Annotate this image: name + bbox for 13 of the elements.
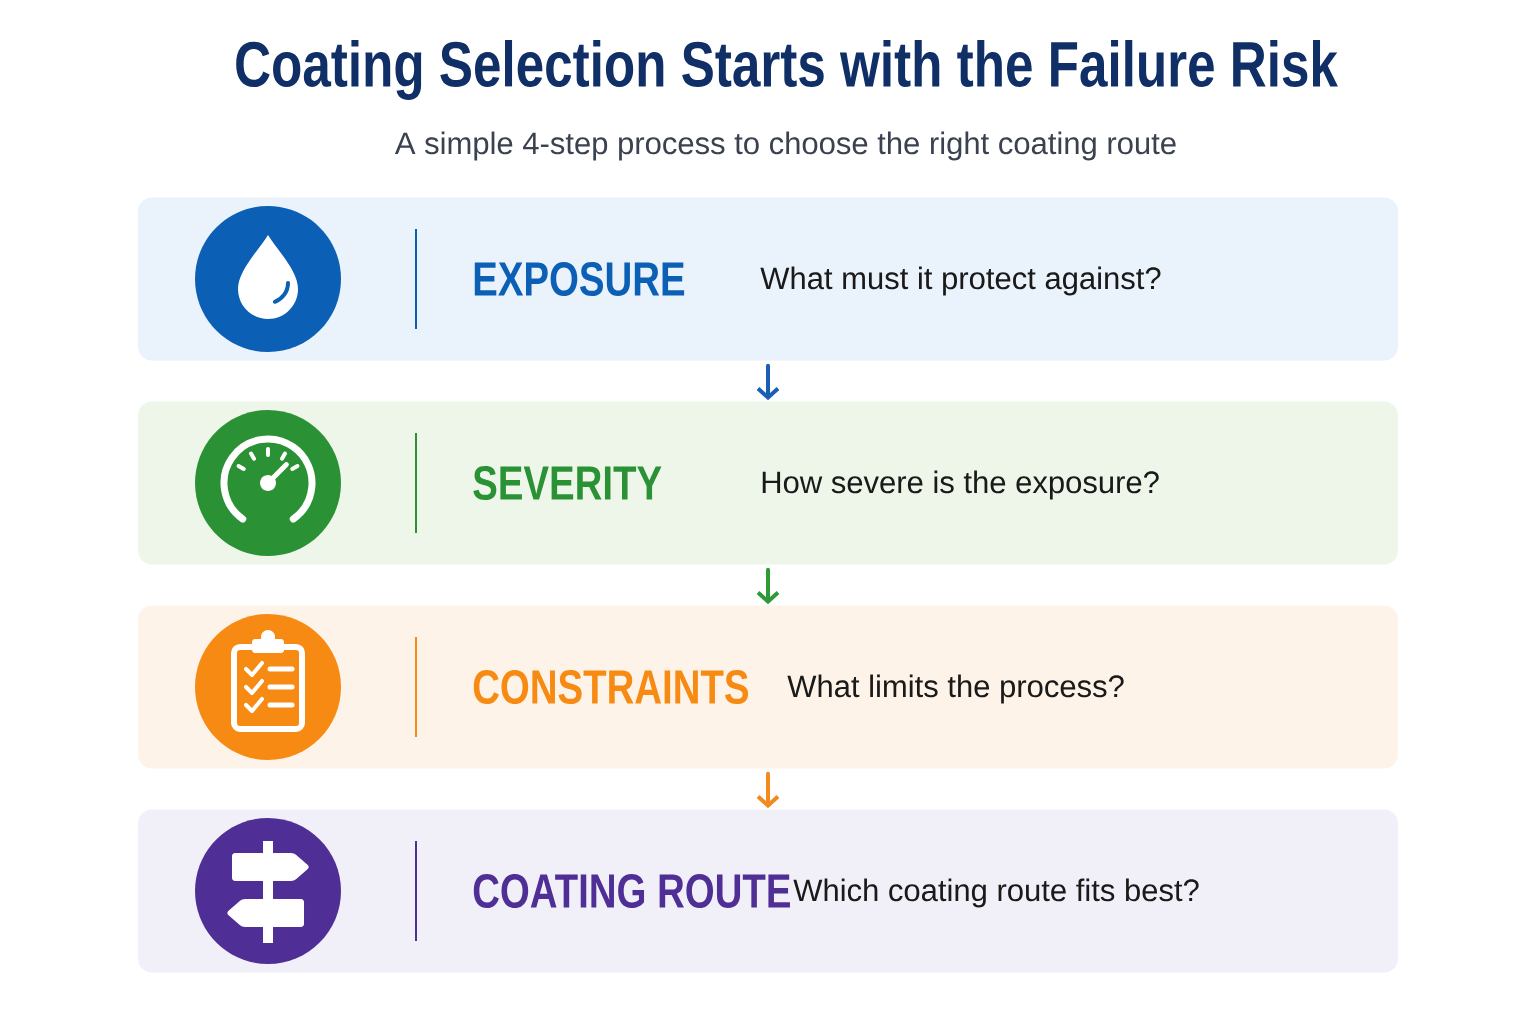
step-heading: COATING ROUTE [473, 874, 790, 908]
step-question: Which coating route fits best? [793, 878, 1199, 908]
step-heading: CONSTRAINTS [473, 670, 748, 704]
title: Coating Selection Starts with the Failure Risk [236, 40, 1338, 100]
arrow [756, 567, 780, 605]
step-question: How severe is the exposure? [762, 470, 1159, 500]
arrow [756, 363, 780, 401]
step-heading: EXPOSURE [474, 262, 685, 296]
subtitle: A simple 4-step process to choose the right coating route [394, 131, 1176, 161]
step-question: What limits the process? [787, 674, 1124, 704]
step-question: What must it protect against? [760, 266, 1161, 296]
step-heading: SEVERITY [473, 466, 662, 500]
arrow [756, 771, 780, 809]
